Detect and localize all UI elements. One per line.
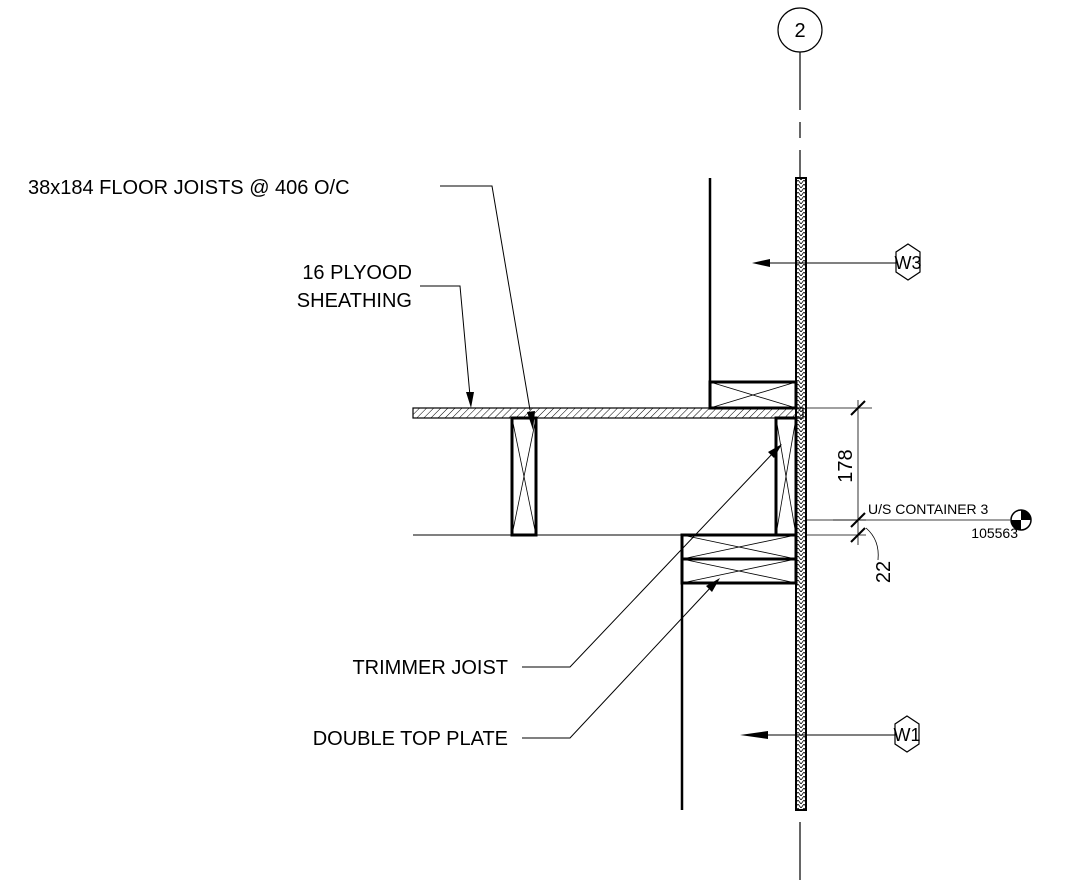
arrowhead <box>752 259 770 267</box>
hexagon-tag <box>895 243 921 281</box>
note-trimmer-joist: TRIMMER JOIST <box>352 444 782 679</box>
arrowhead <box>706 578 720 592</box>
arrowhead <box>768 444 782 458</box>
arrowhead <box>527 411 535 430</box>
note-double-top-plate-text: DOUBLE TOP PLATE <box>313 728 508 750</box>
level-elevation: 105563 <box>971 525 1018 541</box>
floor-joist <box>510 416 538 537</box>
grid-line-2: 2 <box>777 7 823 880</box>
note-floor-joists-text: 38x184 FLOOR JOISTS @ 406 O/C <box>28 177 350 199</box>
wall-tag-w1-label: W1 <box>894 725 921 745</box>
note-trimmer-joist-text: TRIMMER JOIST <box>352 657 508 679</box>
level-marker: U/S CONTAINER 3 105563 <box>833 501 1032 541</box>
hexagon-tag <box>894 715 920 753</box>
double-top-plate <box>680 533 798 585</box>
wall-tag-w3-label: W3 <box>895 253 922 273</box>
wall-tag-w3: W3 <box>752 243 922 281</box>
note-plywood: 16 PLYOOD SHEATHING <box>297 262 474 408</box>
dimension-178: 178 <box>835 449 857 482</box>
arrowhead <box>466 392 474 408</box>
level-name: U/S CONTAINER 3 <box>868 501 989 517</box>
dimension-22: 22 <box>873 561 895 583</box>
note-plywood-line1: 16 PLYOOD <box>302 262 412 284</box>
note-double-top-plate: DOUBLE TOP PLATE <box>313 578 720 750</box>
note-plywood-line2: SHEATHING <box>297 290 412 312</box>
arrowhead <box>740 731 768 739</box>
wall-tag-w1: W1 <box>740 715 921 753</box>
bottom-plate <box>708 380 798 410</box>
level-datum-icon <box>1010 509 1032 531</box>
dimension-string: 178 22 <box>806 400 895 583</box>
grid-label: 2 <box>794 20 805 42</box>
note-floor-joists: 38x184 FLOOR JOISTS @ 406 O/C <box>28 177 535 430</box>
trimmer-joist <box>774 416 798 537</box>
floor-sheathing <box>412 407 804 419</box>
